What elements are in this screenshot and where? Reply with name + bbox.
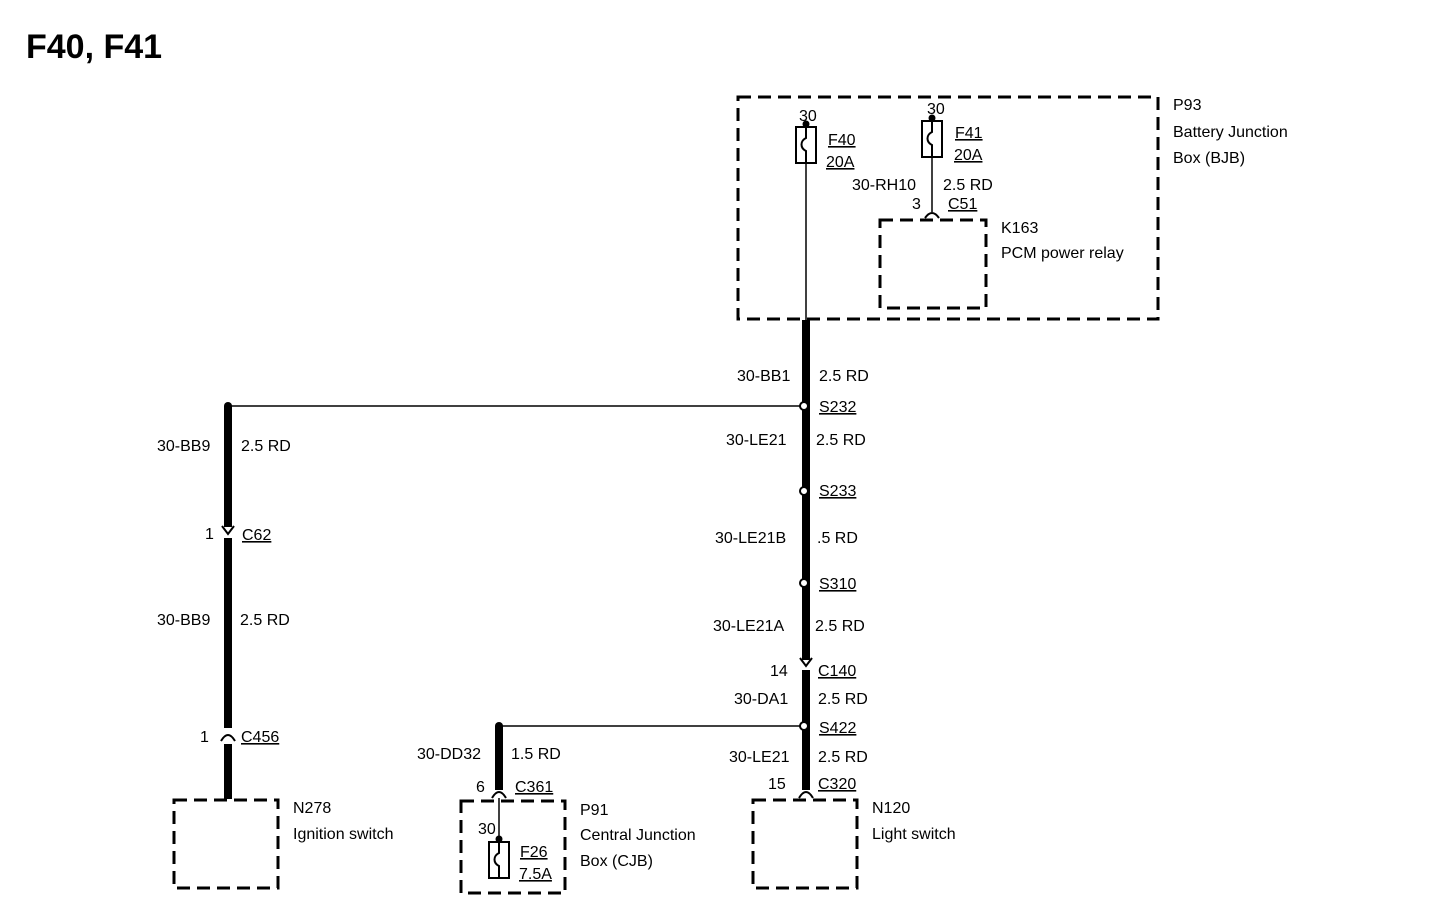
f40-fuse-link bbox=[800, 128, 807, 162]
p91-id: P91 bbox=[580, 802, 609, 819]
p93-id: P93 bbox=[1173, 97, 1202, 114]
c51-connector-symbol bbox=[924, 212, 940, 219]
p91-name-line1: Central Junction bbox=[580, 827, 696, 844]
f41-terminal: 30 bbox=[927, 101, 945, 118]
c456-connector-symbol bbox=[220, 734, 236, 742]
c62-connector-symbol bbox=[221, 525, 235, 536]
wire-le21a-circuit: 30-LE21A bbox=[713, 618, 784, 635]
wire-le21-top-circuit: 30-LE21 bbox=[726, 432, 787, 449]
f40-terminal-dot bbox=[802, 120, 810, 128]
n278-ignition-switch bbox=[172, 798, 280, 890]
wire-rh10-spec: 2.5 RD bbox=[943, 177, 993, 194]
c320-id: C320 bbox=[818, 776, 856, 793]
wire-da1-spec: 2.5 RD bbox=[818, 691, 868, 708]
wire-le21-bottom-circuit: 30-LE21 bbox=[729, 749, 790, 766]
f26-terminal-dot bbox=[495, 835, 503, 843]
wire-le21b-spec: .5 RD bbox=[817, 530, 858, 547]
c62-id: C62 bbox=[242, 527, 271, 544]
c51-pin: 3 bbox=[912, 196, 921, 213]
p91-central-junction-box bbox=[459, 799, 567, 895]
diagram-title: F40, F41 bbox=[26, 28, 162, 66]
wire-bb9-upper-spec: 2.5 RD bbox=[241, 438, 291, 455]
wire-bb9-lower-spec: 2.5 RD bbox=[240, 612, 290, 629]
c361-connector-symbol bbox=[491, 791, 507, 799]
f41-id: F41 bbox=[955, 125, 983, 142]
c62-pin: 1 bbox=[205, 526, 214, 543]
f26-fuse-symbol bbox=[488, 841, 510, 879]
s310-label: S310 bbox=[819, 576, 856, 593]
c361-id: C361 bbox=[515, 779, 553, 796]
wire-bb9-upper-circuit: 30-BB9 bbox=[157, 438, 210, 455]
f26-terminal: 30 bbox=[478, 821, 496, 838]
splice-s232 bbox=[799, 401, 809, 411]
wire-bb9-lower-circuit: 30-BB9 bbox=[157, 612, 210, 629]
wire-le21-top-spec: 2.5 RD bbox=[816, 432, 866, 449]
f41-rating: 20A bbox=[954, 147, 983, 164]
wire-dd32-spec: 1.5 RD bbox=[511, 746, 561, 763]
n278-id: N278 bbox=[293, 800, 331, 817]
wire-bb1-spec: 2.5 RD bbox=[819, 368, 869, 385]
n120-light-switch bbox=[751, 798, 859, 890]
n120-id: N120 bbox=[872, 800, 910, 817]
c456-pin: 1 bbox=[200, 729, 209, 746]
s422-label: S422 bbox=[819, 720, 856, 737]
f26-id: F26 bbox=[520, 844, 548, 861]
c361-pin: 6 bbox=[476, 779, 485, 796]
f41-terminal-dot bbox=[928, 114, 936, 122]
c140-connector-symbol bbox=[799, 657, 813, 668]
wire-dd32-circuit: 30-DD32 bbox=[417, 746, 481, 763]
k163-pcm-power-relay bbox=[878, 218, 988, 310]
n120-name: Light switch bbox=[872, 826, 956, 843]
k163-id: K163 bbox=[1001, 220, 1038, 237]
f26-fuse-link bbox=[493, 843, 500, 877]
wire-rh10-circuit: 30-RH10 bbox=[852, 177, 916, 194]
c320-connector-symbol bbox=[798, 791, 814, 799]
s233-label: S233 bbox=[819, 483, 856, 500]
splice-s233 bbox=[799, 486, 809, 496]
p93-name-line2: Box (BJB) bbox=[1173, 150, 1245, 167]
f40-id: F40 bbox=[828, 132, 856, 149]
k163-name: PCM power relay bbox=[1001, 245, 1124, 262]
wire-le21-bottom-spec: 2.5 RD bbox=[818, 749, 868, 766]
c320-pin: 15 bbox=[768, 776, 786, 793]
wire-le21a-spec: 2.5 RD bbox=[815, 618, 865, 635]
c140-id: C140 bbox=[818, 663, 856, 680]
wire-le21b-circuit: 30-LE21B bbox=[715, 530, 786, 547]
p93-battery-junction-box bbox=[736, 95, 1160, 321]
c51-id: C51 bbox=[948, 196, 977, 213]
p93-name-line1: Battery Junction bbox=[1173, 124, 1288, 141]
wire-bb1-circuit: 30-BB1 bbox=[737, 368, 790, 385]
c140-pin: 14 bbox=[770, 663, 788, 680]
c456-id: C456 bbox=[241, 729, 279, 746]
f40-terminal: 30 bbox=[799, 108, 817, 125]
s232-label: S232 bbox=[819, 399, 856, 416]
p91-name-line2: Box (CJB) bbox=[580, 853, 653, 870]
wire-da1-circuit: 30-DA1 bbox=[734, 691, 788, 708]
splice-s422 bbox=[799, 721, 809, 731]
f40-rating: 20A bbox=[826, 154, 855, 171]
f41-fuse-link bbox=[926, 122, 933, 156]
splice-s310 bbox=[799, 578, 809, 588]
n278-name: Ignition switch bbox=[293, 826, 394, 843]
f26-rating: 7.5A bbox=[519, 866, 552, 883]
